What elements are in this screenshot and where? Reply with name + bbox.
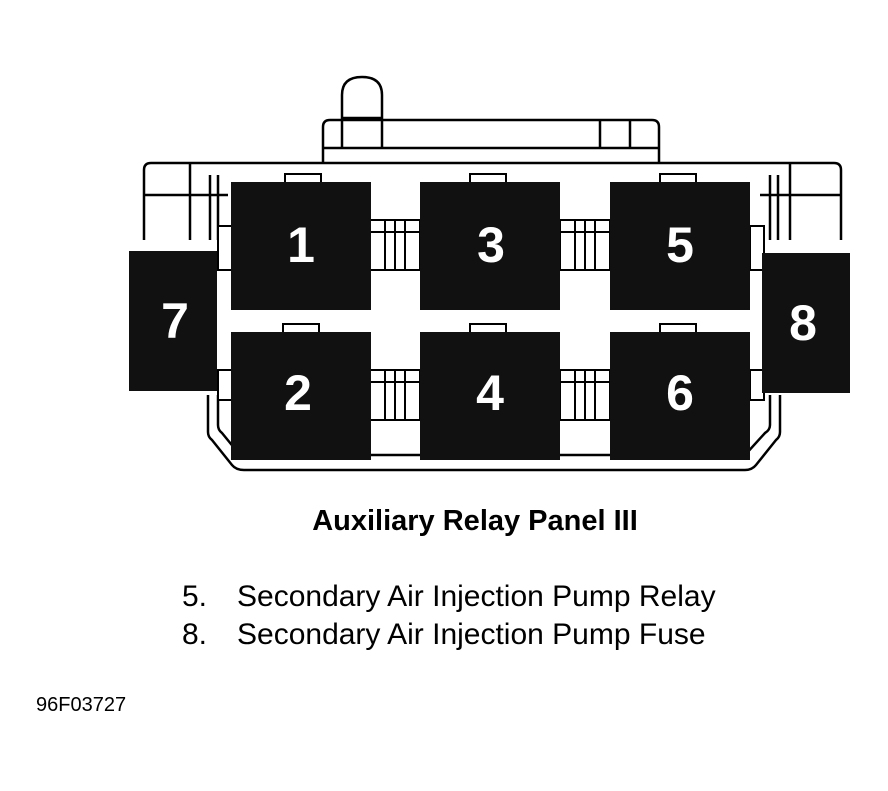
relay-clip — [659, 323, 697, 334]
legend-item-text: Secondary Air Injection Pump Fuse — [237, 618, 706, 651]
relay-slot-4 — [420, 332, 560, 460]
relay-clip — [659, 173, 697, 184]
relay-slot-5 — [610, 182, 750, 310]
relay-slot-2 — [231, 332, 371, 460]
relay-connector — [217, 369, 233, 401]
legend: 5. Secondary Air Injection Pump Relay 8.… — [182, 578, 716, 654]
slot-label-4: 4 — [476, 365, 504, 421]
relay-panel-diagram: 1 2 3 4 5 6 7 8 — [129, 75, 850, 472]
slot-label-7: 7 — [161, 293, 189, 349]
slot-label-3: 3 — [477, 217, 505, 273]
slot-label-1: 1 — [287, 217, 315, 273]
relay-slot-1 — [231, 182, 371, 310]
relay-connector — [749, 369, 765, 401]
relay-slot-6 — [610, 332, 750, 460]
legend-item: 5. Secondary Air Injection Pump Relay — [182, 578, 716, 616]
panel-pin — [340, 75, 384, 148]
legend-item-number: 8. — [182, 618, 208, 651]
fuse-slot-7 — [129, 251, 217, 391]
relay-clip — [284, 173, 322, 184]
panel-housing — [142, 161, 843, 240]
relay-clip — [469, 323, 507, 334]
legend-item: 8. Secondary Air Injection Pump Fuse — [182, 616, 716, 654]
relay-connector — [217, 225, 233, 271]
relay-clip — [282, 323, 320, 334]
relay-connector — [749, 225, 765, 271]
slot-label-6: 6 — [666, 365, 694, 421]
slot-label-5: 5 — [666, 217, 694, 273]
panel-title: Auxiliary Relay Panel III — [312, 505, 638, 537]
fuse-slot-8 — [762, 253, 850, 393]
slot-label-8: 8 — [789, 295, 817, 351]
figure-id: 96F03727 — [36, 694, 127, 716]
panel-top-connector — [321, 118, 661, 163]
legend-item-number: 5. — [182, 580, 208, 613]
slot-label-2: 2 — [284, 365, 312, 421]
legend-item-text: Secondary Air Injection Pump Relay — [237, 580, 716, 613]
relay-clip — [469, 173, 507, 184]
relay-slot-3 — [420, 182, 560, 310]
